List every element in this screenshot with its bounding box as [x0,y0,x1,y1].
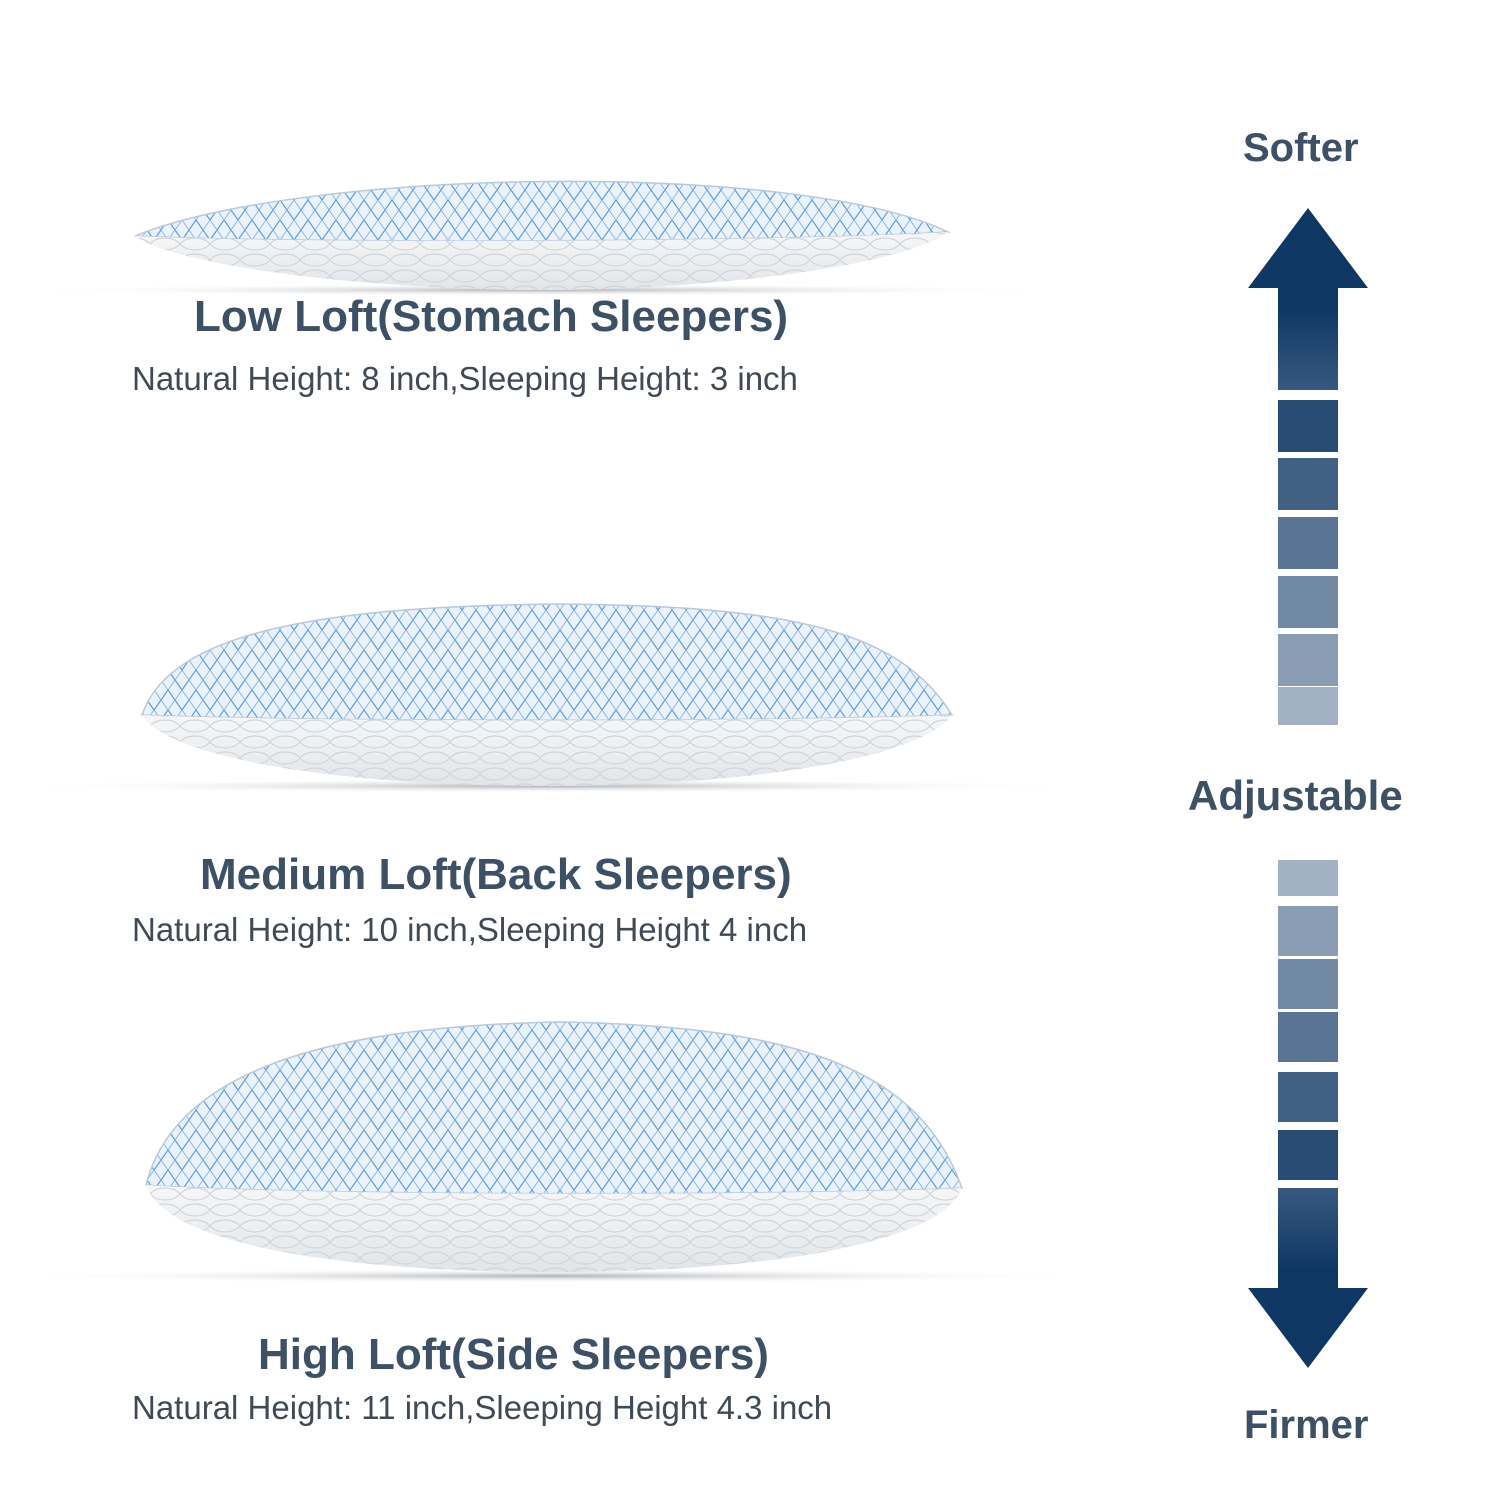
softer-arrow-up [1248,208,1368,390]
firmness-step-lower [1278,1130,1338,1180]
softness-step-upper [1278,517,1338,569]
firmer-label: Firmer [1244,1403,1369,1447]
high-loft-pillow-image [5,1021,1095,1283]
low-loft-heights: Natural Height: 8 inch,Sleeping Height: … [132,360,798,397]
high-loft-heights: Natural Height: 11 inch,Sleeping Height … [132,1389,833,1426]
softness-step-upper [1278,458,1338,510]
firmness-step-lower [1278,959,1338,1009]
softness-step-upper [1278,634,1338,686]
low-loft-title: Low Loft(Stomach Sleepers) [194,292,789,341]
softness-step-upper [1278,687,1338,725]
low-loft-pillow-image [20,180,1060,296]
softness-scale [1248,208,1368,1368]
firmness-step-lower [1278,860,1338,896]
medium-loft-pillow-image [5,603,1085,793]
softness-step-upper [1278,576,1338,628]
softness-step-upper [1278,400,1338,452]
adjustable-label: Adjustable [1188,772,1403,819]
medium-loft-heights: Natural Height: 10 inch,Sleeping Height … [132,911,808,948]
medium-loft-title: Medium Loft(Back Sleepers) [200,850,792,899]
firmness-step-lower [1278,906,1338,956]
firmer-arrow-down [1248,1188,1368,1368]
high-loft-title: High Loft(Side Sleepers) [258,1330,769,1379]
softer-label: Softer [1243,126,1359,170]
firmness-step-lower [1278,1012,1338,1062]
firmness-step-lower [1278,1072,1338,1122]
